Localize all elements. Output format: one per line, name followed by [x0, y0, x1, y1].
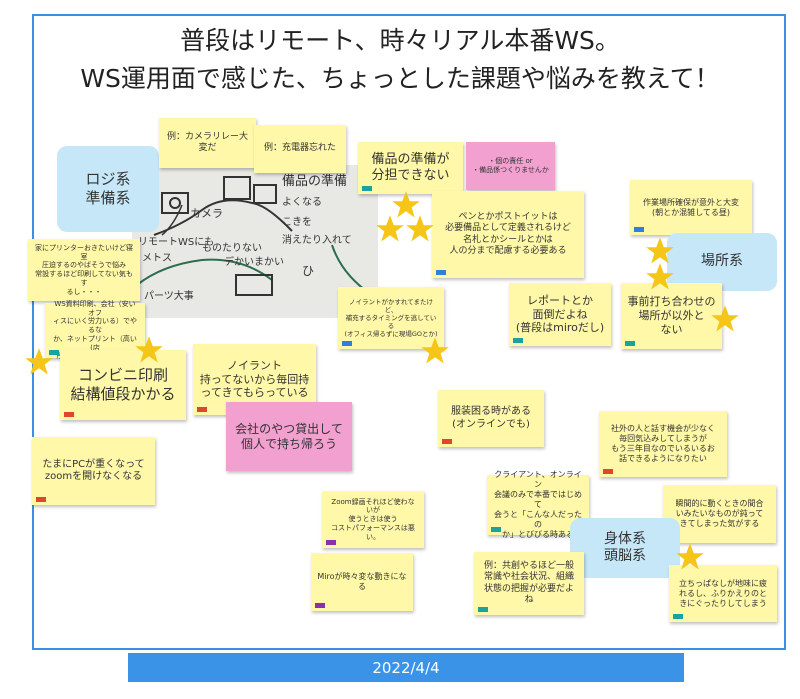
title-line-2: WS運用面で感じた、ちょっとした課題や悩みを教えて！	[80, 64, 720, 93]
author-tag	[49, 350, 59, 355]
note-text: 瞬間的に動くときの間合 いみたいなものが鈍って きてしまった気がする	[675, 499, 764, 528]
sticky-report[interactable]: レポートとか 面倒だよね (普段はmiroだし)	[509, 283, 611, 346]
photo-note: ものたりない	[202, 242, 262, 254]
note-text: ペンとかポストイットは 必要備品として定義されるけど 名札とかシールとかは 人の…	[445, 212, 571, 256]
author-tag	[197, 407, 207, 412]
sticky-shagai[interactable]: 社外の人と話す機会が少なく 毎回気込みしてしまうが もう三年目なのでいるいるお …	[599, 411, 727, 477]
star-icon[interactable]	[675, 542, 705, 572]
sticky-pen[interactable]: ペンとかポストイットは 必要備品として定義されるけど 名札とかシールとかは 人の…	[432, 191, 584, 278]
sticky-conveni[interactable]: コンビニ印刷 結構値段かかる	[60, 350, 186, 420]
star-icon[interactable]	[134, 335, 164, 365]
star-icon[interactable]	[375, 214, 405, 244]
author-tag	[326, 540, 336, 545]
note-text: 会社のやつ貸出して 個人で持ち帰ろう	[235, 421, 343, 451]
star-icon[interactable]	[420, 336, 450, 366]
star-icon[interactable]	[391, 190, 421, 220]
note-text: 例：充電器忘れた	[263, 143, 336, 154]
photo-note: こきを	[282, 216, 312, 228]
sticky-pc[interactable]: たまにPCが重くなって zoomを開けなくなる	[32, 437, 155, 505]
author-tag	[442, 439, 452, 444]
star-icon[interactable]	[24, 347, 54, 377]
note-text: ノイラント 持ってないから毎回持 ってきてもらっている	[199, 358, 310, 400]
photo-note: メトス	[142, 253, 172, 264]
sticky-kaisha[interactable]: 会社のやつ貸出して 個人で持ち帰ろう	[226, 402, 352, 471]
category-logi[interactable]: ロジ系 準備系	[57, 146, 159, 232]
author-tag	[603, 469, 613, 474]
author-tag	[634, 227, 644, 232]
photo-note: 消えたり入れて	[282, 233, 352, 246]
star-icon[interactable]	[405, 214, 435, 244]
author-tag	[315, 603, 325, 608]
note-text: 例：共創やるほど一般 常識や社会状況、組織 状態の把握が必要だよ ね	[483, 561, 574, 605]
photo-note: パーツ大事	[144, 289, 194, 302]
sticky-basho-note[interactable]: 作業場所確保が意外と大変 (朝とか混雑してる昼)	[630, 180, 752, 235]
note-text: たまにPCが重くなって zoomを開けなくなる	[42, 458, 145, 483]
sticky-jizen[interactable]: 事前打ち合わせの 場所が以外と ない	[621, 283, 722, 349]
note-text: 備品の準備が 分担できない	[371, 151, 450, 183]
board-title: 普段はリモート、時々リアル本番WS。 WS運用面で感じた、ちょっとした課題や悩み…	[0, 22, 800, 98]
note-text: コンビニ印刷 結構値段かかる	[70, 366, 176, 403]
note-text: ノイラントがかすれてまたけど、 補充するタイミングを逃している (オフィス帰るず…	[344, 297, 438, 339]
note-text: Miroが時々変な動きになる	[317, 572, 407, 591]
note-text: 場所系	[701, 253, 743, 270]
author-tag	[513, 338, 523, 343]
note-text: 例：カメラリレー大変だ	[166, 131, 248, 153]
star-icon[interactable]	[710, 304, 740, 334]
author-tag	[478, 607, 488, 612]
note-text: 立ちっぱなしが地味に疲 れるし、ふりかえりのと きにぐったりしてしまう	[679, 578, 767, 608]
author-tag	[342, 341, 352, 346]
sticky-tachippa[interactable]: 立ちっぱなしが地味に疲 れるし、ふりかえりのと きにぐったりしてしまう	[669, 565, 777, 622]
author-tag	[362, 186, 372, 191]
handwritten-sketch: カメラ リモートWSにも メトス ものたりない 備品の準備 よくなる こきを 消…	[132, 165, 378, 318]
category-shintai[interactable]: 身体系 頭脳系	[570, 518, 680, 578]
note-text: 事前打ち合わせの 場所が以外と ない	[627, 295, 716, 336]
star-icon[interactable]	[645, 236, 675, 266]
author-tag	[36, 497, 46, 502]
sticky-noirant-small[interactable]: ノイラントがかすれてまたけど、 補充するタイミングを逃している (オフィス帰るず…	[338, 287, 444, 349]
sticky-charger[interactable]: 例：充電器忘れた	[254, 125, 346, 173]
note-text: 服装困る時がある (オンラインでも)	[451, 406, 531, 430]
sticky-camera[interactable]: 例：カメラリレー大変だ	[159, 118, 256, 168]
author-tag	[436, 270, 446, 275]
note-text: Zoom録画それほど使わないが 使うときは使う コストパフォーマンスは悪い。	[331, 497, 415, 541]
photo-note: ひ	[302, 264, 314, 278]
photo-note: カメラ	[190, 207, 223, 220]
note-text: 作業場所確保が意外と大変 (朝とか混雑してる昼)	[643, 197, 739, 217]
author-tag	[673, 614, 683, 619]
sticky-miro[interactable]: Miroが時々変な動きになる	[311, 553, 413, 611]
photo-note: デかいまかい	[224, 255, 284, 268]
title-line-1: 普段はリモート、時々リアル本番WS。	[180, 26, 620, 55]
category-basho[interactable]: 場所系	[667, 233, 777, 291]
sticky-daikin[interactable]: ・個の責任 or ・備品係つくりませんか	[466, 142, 555, 190]
whiteboard-photo: カメラ リモートWSにも メトス ものたりない 備品の準備 よくなる こきを 消…	[132, 165, 378, 318]
author-tag	[64, 412, 74, 417]
date-bar: 2022/4/4	[128, 653, 684, 682]
sticky-zoom[interactable]: Zoom録画それほど使わないが 使うときは使う コストパフォーマンスは悪い。	[322, 491, 424, 548]
photo-note: 備品の準備	[282, 173, 347, 189]
photo-note: リモートWSにも	[138, 236, 214, 248]
sticky-shuncho[interactable]: 瞬間的に動くときの間合 いみたいなものが鈍って きてしまった気がする	[663, 485, 776, 543]
note-text: レポートとか 面倒だよね (普段はmiroだし)	[515, 293, 605, 335]
note-text: ロジ系 準備系	[85, 170, 131, 207]
sticky-bihin[interactable]: 備品の準備が 分担できない	[358, 142, 463, 194]
note-text: 社外の人と話す機会が少なく 毎回気込みしてしまうが もう三年目なのでいるいるお …	[611, 424, 715, 463]
note-text: ・個の責任 or ・備品係つくりませんか	[472, 157, 549, 174]
photo-note: よくなる	[282, 196, 322, 208]
author-tag	[625, 341, 635, 346]
note-text: 身体系 頭脳系	[604, 530, 646, 565]
sticky-fukusou[interactable]: 服装困る時がある (オンラインでも)	[438, 390, 544, 447]
date-label: 2022/4/4	[372, 658, 440, 677]
sticky-printer[interactable]: 家にプリンターおきたいけど寝室 圧迫するのやばそうで悩み 常設するほど印刷してな…	[28, 239, 140, 301]
author-tag	[491, 527, 501, 532]
note-text: クライアント、オンライン 会議のみで本番ではじめて 会うと「こんな人だったの か…	[494, 470, 582, 539]
note-text: 家にプリンターおきたいけど寝室 圧迫するのやばそうで悩み 常設するほど印刷してな…	[35, 243, 133, 296]
star-icon[interactable]	[645, 262, 675, 292]
sticky-kyoso[interactable]: 例：共創やるほど一般 常識や社会状況、組織 状態の把握が必要だよ ね	[474, 552, 584, 615]
